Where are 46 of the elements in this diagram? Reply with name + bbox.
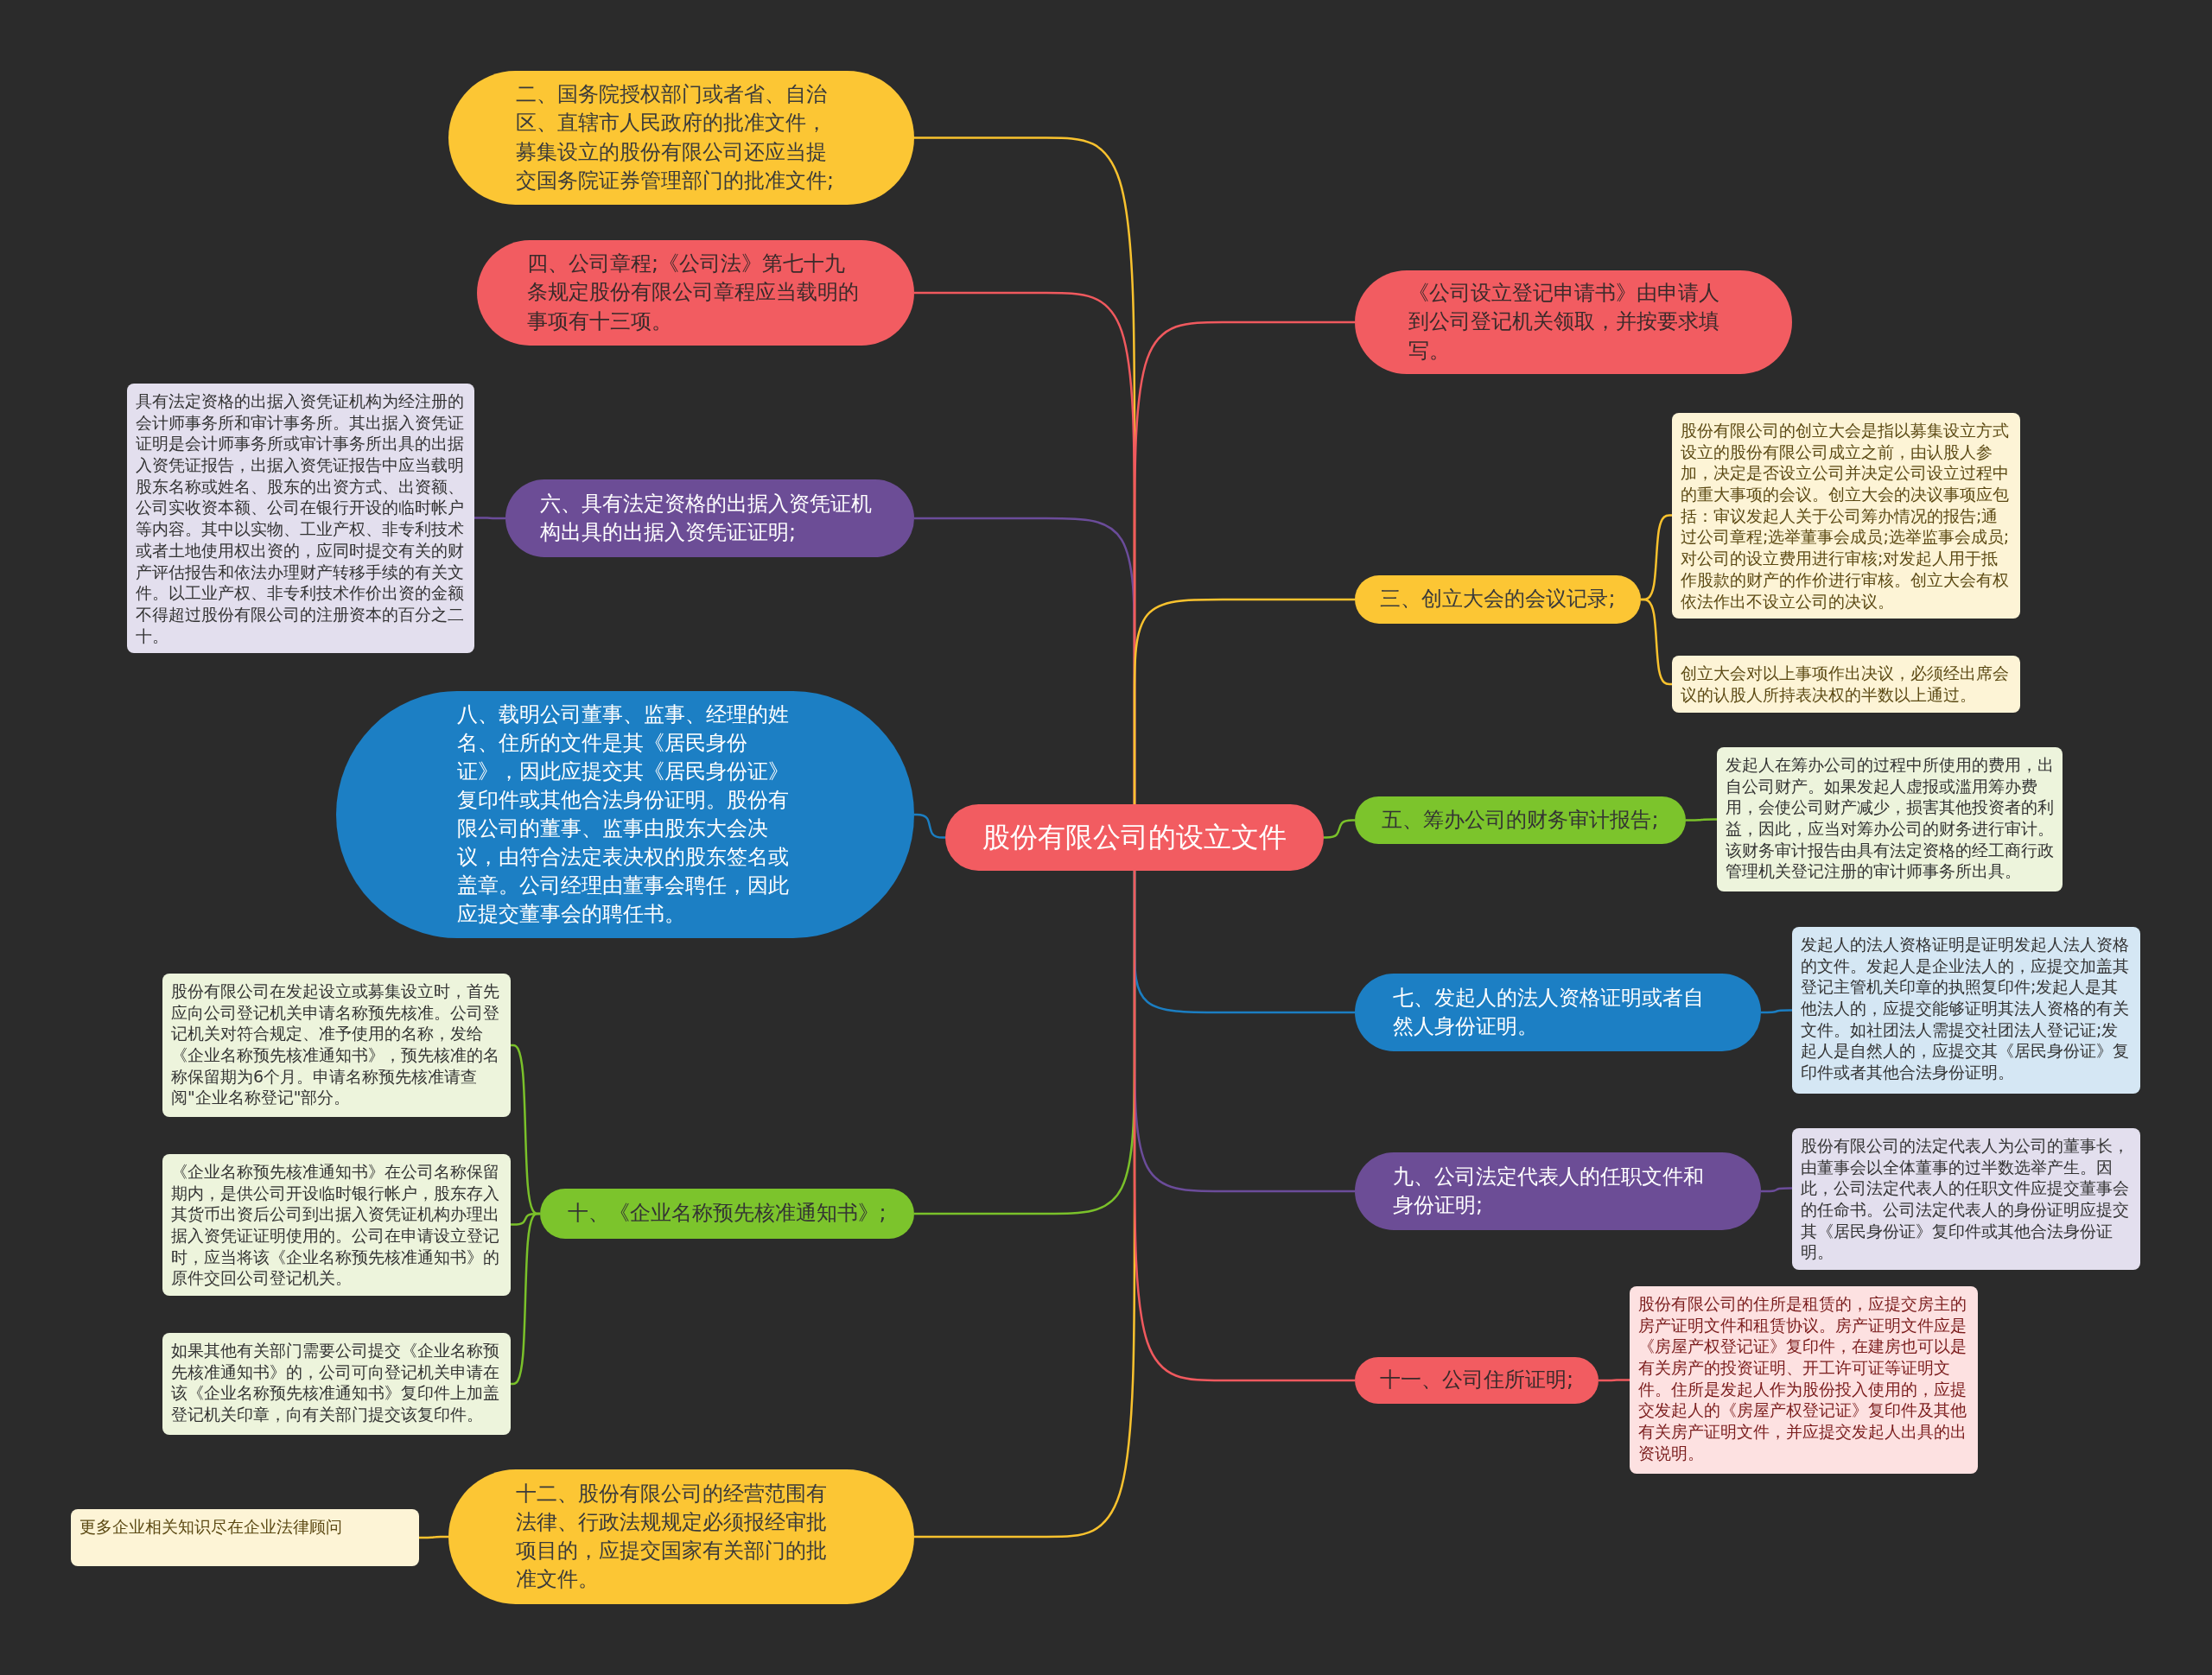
- topic-text: 六、具有法定资格的出据入资凭证机构出具的出据入资凭证证明;: [540, 490, 873, 546]
- connector-line: [1599, 1379, 1630, 1382]
- topic-text: 《公司设立登记申请书》由申请人到公司登记机关领取，并按要求填写。: [1408, 280, 1720, 365]
- note-text: 更多企业相关知识尽在企业法律顾问: [79, 1516, 342, 1538]
- note-text: 发起人在筹办公司的过程中所使用的费用，出自公司财产。如果发起人虚报或滥用筹办费用，会使公司财产减少，损害其他投资者的利益，因此，应当对筹办公司的财务进行审计。该财务审计报告由具有法定资格的经工商行政管理机关登记注册的审计师事务所出具。: [1726, 754, 2054, 883]
- note-text: 具有法定资格的出据入资凭证机构为经注册的会计师事务所和审计事务所。其出据入资凭证证明是会计师事务所或审计事务所出具的出据入资凭证报告，出据入资凭证报告中应当载明股东名称或姓名、股东的出资方式、出资额、公司实收资本额、公司在银行开设的临时帐户等内容。其中以实物、工业产权、非专利技术或者土地使用权出资的，应同时提交有关的财产评估报告和依法办理财产转移手续的有关文件。以工业产权、非专利技术作价出资的金额不得超过股份有限公司的注册资本的百分之二十。: [136, 390, 465, 647]
- connector-line: [1686, 818, 1717, 822]
- note-text: 如果其他有关部门需要公司提交《企业名称预先核准通知书》的，公司可向登记机关申请在该《企业名称预先核准通知书》复印件上加盖登记机关印章，向有关部门提交该复印件。: [171, 1340, 500, 1425]
- topic-text: 九、公司法定代表人的任职文件和身份证明;: [1393, 1163, 1705, 1219]
- topic-text: 十、《企业名称预先核准通知书》;: [568, 1200, 887, 1228]
- topic-pill: [1355, 1357, 1599, 1404]
- topic-text: 二、国务院授权部门或者省、自治区、直辖市人民政府的批准文件，募集设立的股份有限公司还应当提交国务院证券管理部门的批准文件;: [516, 81, 836, 194]
- note-card: [162, 1333, 511, 1435]
- note-card: [1672, 656, 2020, 713]
- topic-pill: [540, 1189, 914, 1239]
- topic-text: 十一、公司住所证明;: [1379, 1367, 1574, 1394]
- topic-text: 三、创立大会的会议记录;: [1380, 586, 1616, 613]
- note-text: 发起人的法人资格证明是证明发起人法人资格的文件。发起人是企业法人的，应提交加盖其登记主管机关印章的执照复印件;发起人是其他法人的，应提交能够证明其法人资格的有关文件。如社团法人需提交社团法人登记证;发起人是自然人的，应提交其《居民身份证》复印件或者其他合法身份证明。: [1801, 934, 2130, 1083]
- topic-text: 五、筹办公司的财务审计报告;: [1382, 806, 1659, 834]
- connector-line: [1761, 1187, 1792, 1193]
- topic-text: 七、发起人的法人资格证明或者自然人身份证明。: [1393, 984, 1705, 1040]
- connector-line: [914, 813, 945, 839]
- note-text: 股份有限公司的法定代表人为公司的董事长，由董事会以全体董事的过半数选举产生。因此，公司法定代表人的任职文件应提交董事会的任命书。公司法定代表人的身份证明应提交其《居民身份证》复印件或其他合法身份证明。: [1801, 1135, 2130, 1264]
- note-card: [71, 1509, 419, 1566]
- connector-line: [1133, 598, 1355, 804]
- note-text: 股份有限公司在发起设立或募集设立时，首先应向公司登记机关申请名称预先核准。公司登记机关对符合规定、准予使用的名称，发给《企业名称预先核准通知书》，预先核准的名称保留期为6个月。申请名称预先核准请查阅"企业名称登记"部分。: [171, 980, 500, 1109]
- topic-pill: [1355, 575, 1641, 624]
- central-topic-text: 股份有限公司的设立文件: [982, 820, 1287, 856]
- connector-line: [1324, 819, 1355, 839]
- connector-line: [1641, 598, 1672, 686]
- connector-line: [419, 1535, 448, 1539]
- topic-text: 四、公司章程;《公司法》第七十九条规定股份有限公司章程应当载明的事项有十三项。: [527, 251, 860, 335]
- connector-line: [474, 517, 505, 520]
- connector-line: [1133, 871, 1355, 1382]
- note-card: [1717, 747, 2063, 891]
- topic-text: 八、载明公司董事、监事、经理的姓名、住所的文件是其《居民身份证》，因此应提交其《居民身份证》复印件或其他合法身份证明。股份有限公司的董事、监事由股东大会决议，由符合法定表决权的股东签名或盖章。公司经理由董事会聘任，因此应提交董事会的聘任书。: [457, 701, 790, 929]
- note-card: [162, 974, 511, 1117]
- topic-pill: [1355, 796, 1686, 844]
- connector-line: [1761, 1009, 1792, 1014]
- note-text: 《企业名称预先核准通知书》在公司名称保留期内，是供公司开设临时银行帐户，股东存入其货币出资后公司到出据入资凭证机构办理出据入资凭证证明使用的。公司在申请设立登记时，应当将该《企业名称预先核准通知书》的原件交回公司登记机关。: [171, 1161, 500, 1290]
- note-text: 股份有限公司的住所是租赁的，应提交房主的房产证明文件和租赁协议。房产证明文件应是《房屋产权登记证》复印件，在建房也可以是有关房产的投资证明、开工许可证等证明文件。住所是发起人作为股份投入使用的，应提交发起人的《房屋产权登记证》复印件及其他有关房产证明文件，并应提交发起人出具的出资说明。: [1638, 1293, 1967, 1464]
- note-card: [1792, 927, 2140, 1094]
- note-text: 创立大会对以上事项作出决议，必须经出席会议的认股人所持表决权的半数以上通过。: [1681, 663, 2010, 706]
- note-text: 股份有限公司的创立大会是指以募集设立方式设立的股份有限公司成立之前，由认股人参加，决定是否设立公司并决定公司设立过程中的重大事项的会议。创立大会的决议事项应包括：审议发起人关于公司筹办情况的报告;通过公司章程;选举董事会成员;选举监事会成员;对公司的设立费用进行审核;对发起人用于抵作股款的财产的作价进行审核。创立大会有权依法作出不设立公司的决议。: [1681, 420, 2011, 612]
- topic-text: 十二、股份有限公司的经营范围有法律、行政法规规定必须报经审批项目的，应提交国家有关部门的批准文件。: [516, 1480, 828, 1594]
- connector-line: [511, 1212, 540, 1386]
